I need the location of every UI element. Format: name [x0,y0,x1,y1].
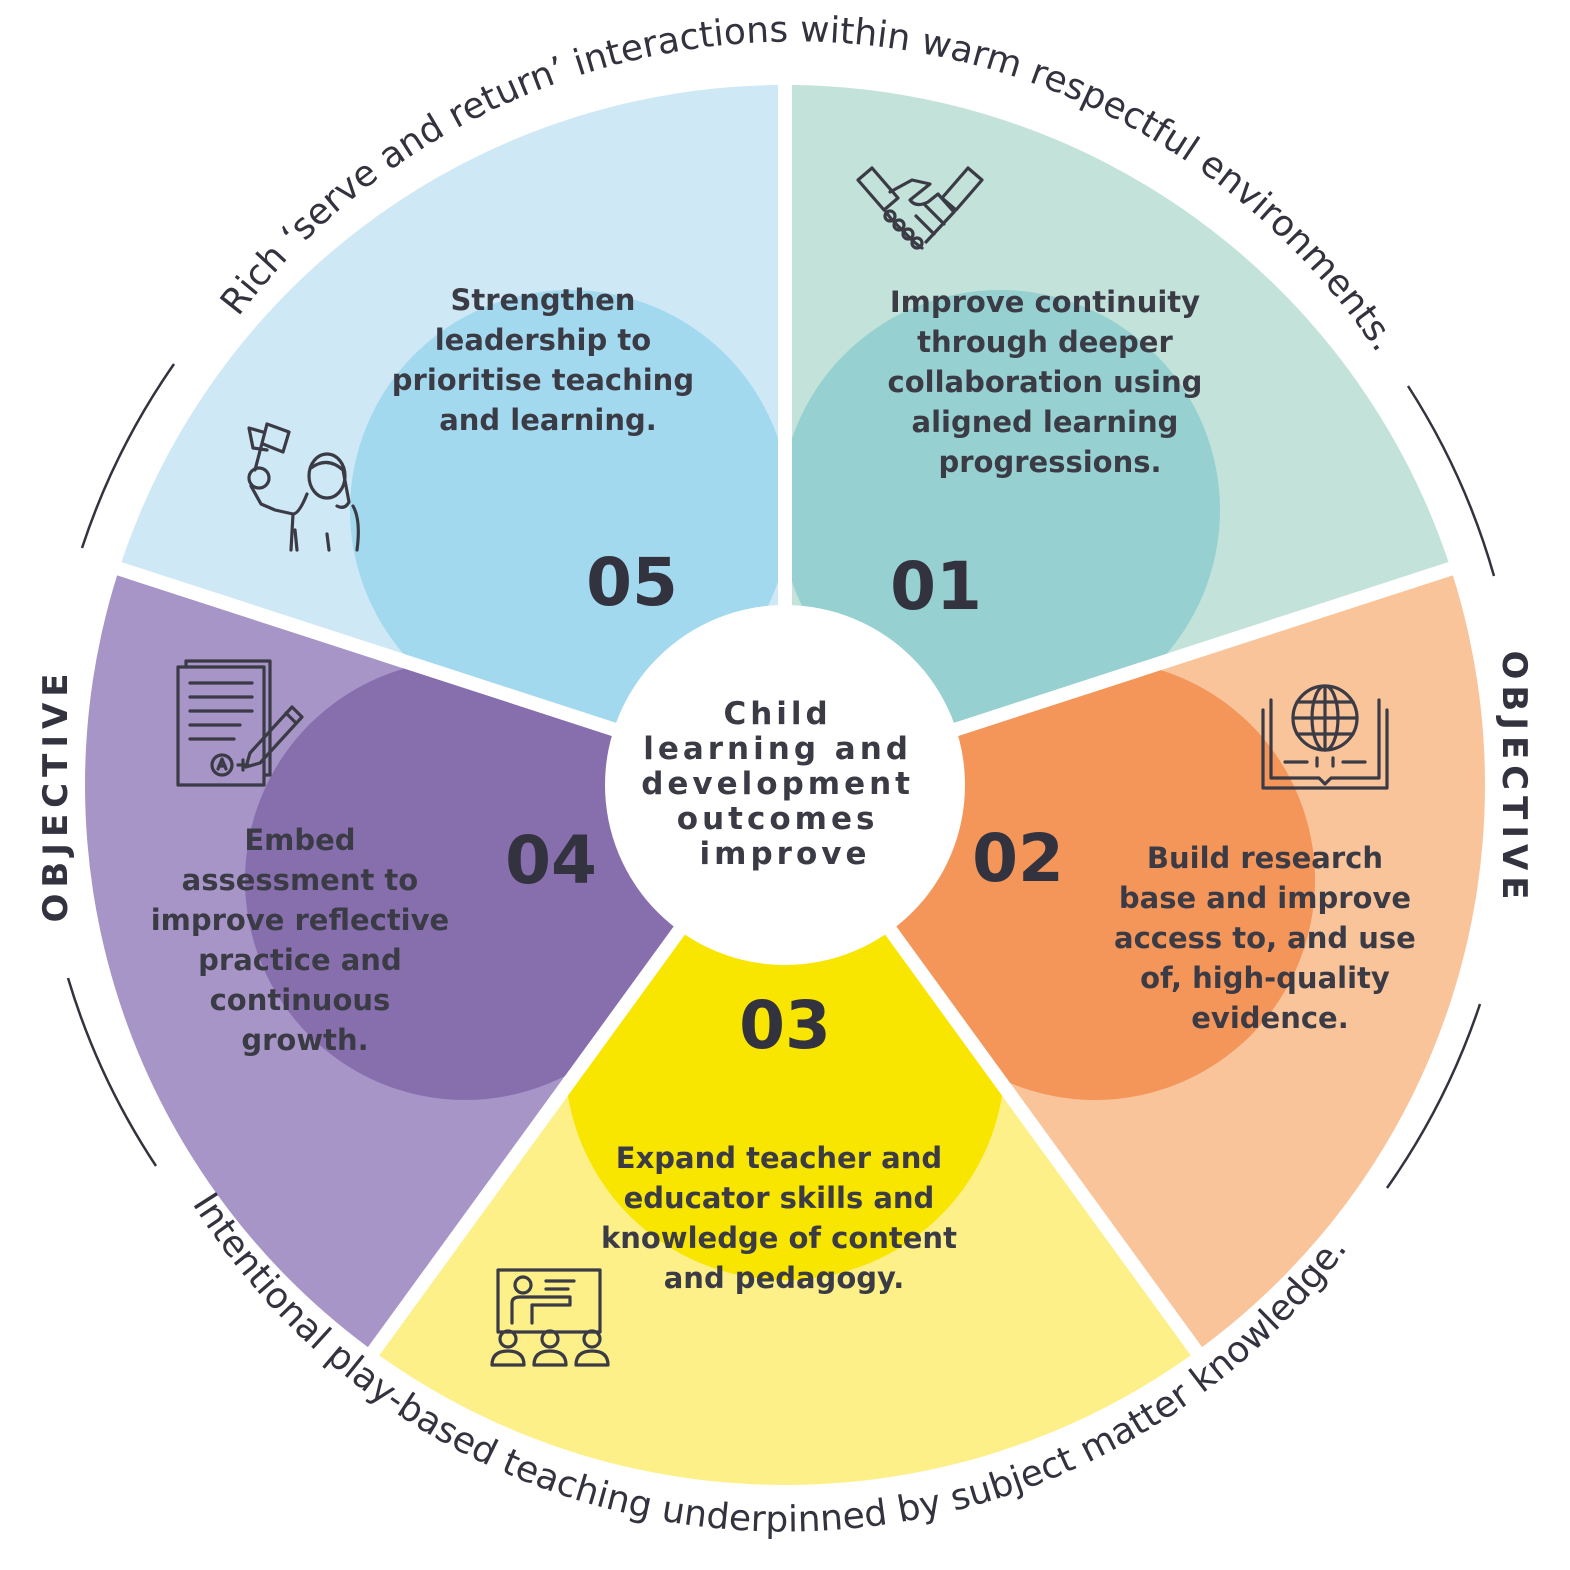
center-hub [605,605,965,965]
globe-book-icon [1261,684,1389,790]
outer-arc-right-upper [1406,385,1496,577]
segment-04 [84,575,709,1348]
segment-03-description: Expand teacher and educator skills and k… [601,1141,967,1295]
assessment-icon [176,659,304,787]
objective-label-left: OBJECTIVE [36,667,76,922]
segment-05-number-badge [350,290,779,730]
segment-05-number: 05 [586,544,678,621]
segment-02-description: Build research base and improve access t… [1114,841,1426,1035]
outer-arc-left-upper [80,363,176,549]
segment-01-number: 01 [890,548,982,625]
segment-01-number-badge [791,290,1220,730]
outer-arc-right-lower [1385,1003,1482,1189]
objective-label-right: OBJECTIVE [1494,650,1534,905]
outer-ring-arcs [66,363,1496,1189]
segment-03 [379,886,1191,1485]
center-outcome-text: Child learning and development outcomes … [641,696,929,872]
segment-04-description: Embed assessment to improve reflective p… [151,823,460,1057]
leader-flag-icon [247,422,360,552]
handshake-icon [856,166,984,250]
segment-01 [791,85,1449,742]
outer-arc-left-lower [66,977,158,1167]
segment-02-number-badge [875,660,1315,1100]
segment-02 [861,575,1485,1348]
segment-04-number-badge [245,660,685,1100]
classroom-icon [490,1268,610,1367]
segment-02-number: 02 [972,820,1064,897]
segment-03-number: 03 [739,987,831,1064]
segment-03-number-badge [565,886,1005,1280]
segment-05 [121,85,779,742]
segment-04-number: 04 [505,822,597,899]
segment-05-description: Strengthen leadership to prioritise teac… [392,283,704,437]
segment-01-description: Improve continuity through deeper collab… [888,285,1213,479]
